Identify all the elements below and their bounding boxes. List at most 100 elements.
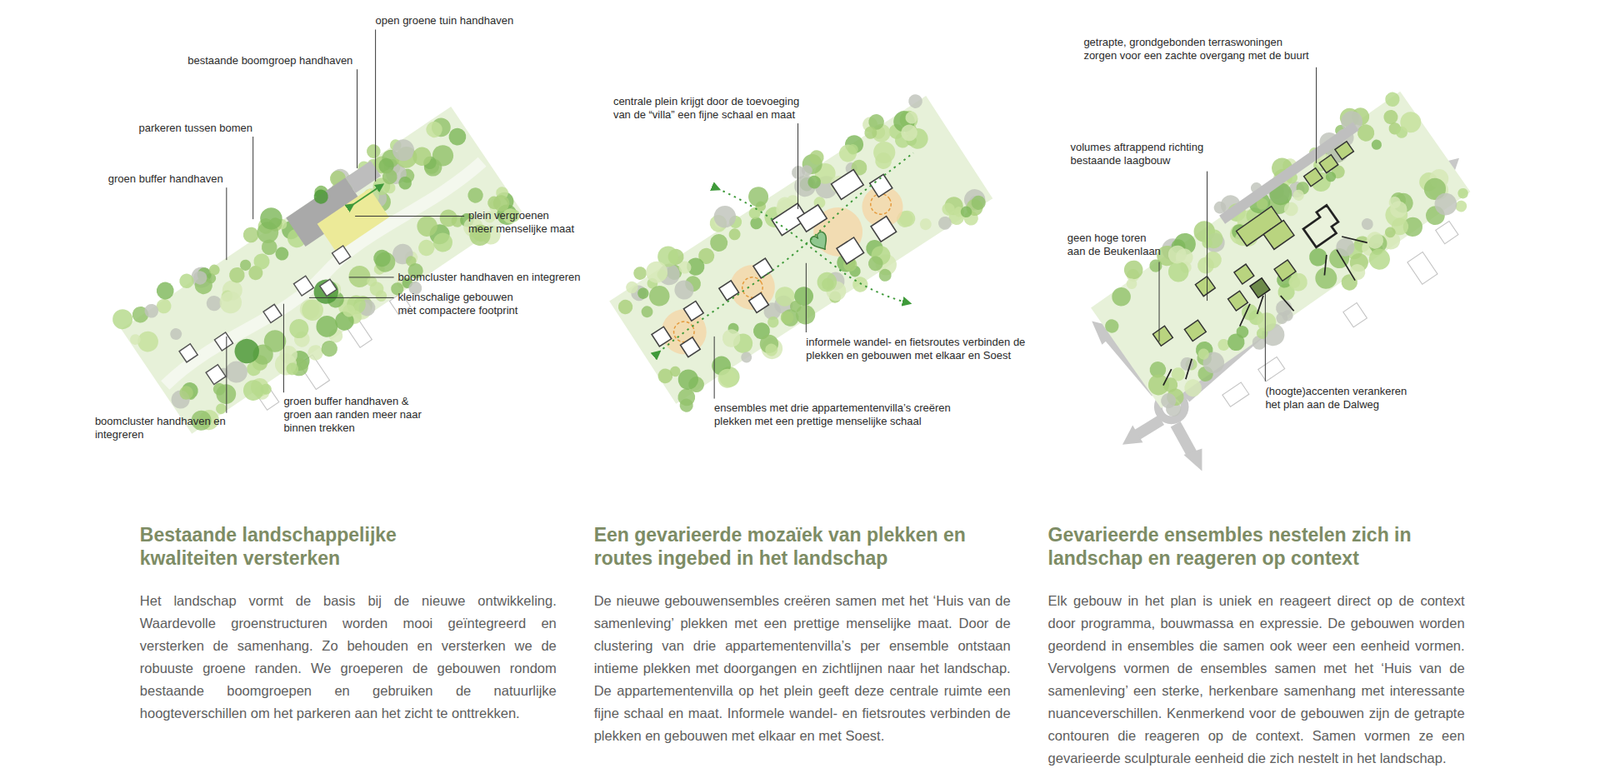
tree — [255, 203, 287, 235]
tree — [1195, 346, 1211, 362]
tree — [1290, 187, 1306, 203]
tree — [206, 262, 222, 278]
tree — [845, 142, 860, 157]
callout-label: open groene tuin handhaven — [375, 14, 515, 28]
tree — [167, 325, 184, 342]
tree — [876, 266, 895, 285]
callout-label: boomcluster handhaven en integreren — [398, 270, 581, 285]
tree — [1455, 185, 1470, 200]
callout-label: (hoogte)accenten verankeren het plan aan… — [1265, 385, 1407, 412]
callout-label: groen buffer handhaven & groen aan rande… — [283, 395, 422, 435]
tree — [935, 214, 955, 233]
tree — [762, 341, 780, 360]
tree — [465, 185, 486, 206]
tree — [366, 279, 386, 299]
tree — [1102, 316, 1122, 336]
tree — [270, 349, 301, 380]
tree — [1354, 120, 1378, 145]
tree — [645, 281, 674, 310]
tree — [813, 268, 841, 296]
tree — [862, 124, 880, 142]
tree — [1180, 375, 1205, 400]
tree — [1386, 197, 1410, 221]
tree — [958, 204, 975, 220]
tree — [215, 287, 246, 319]
tree — [706, 230, 731, 255]
tree — [799, 163, 815, 179]
height-accents — [1163, 236, 1368, 386]
tree — [806, 147, 827, 168]
tree — [719, 325, 745, 351]
tree — [364, 141, 384, 161]
tree — [1146, 257, 1165, 275]
callout-label: geen hoge toren aan de Beukenlaan — [1067, 231, 1161, 259]
tree — [641, 257, 672, 288]
tree — [1200, 248, 1225, 272]
tree — [1158, 390, 1180, 412]
tree — [141, 301, 161, 321]
tree — [677, 395, 696, 415]
tree — [370, 246, 395, 271]
tree — [379, 166, 400, 188]
callout-label: groen buffer handhaven — [108, 172, 224, 186]
tree — [917, 216, 934, 233]
tree — [485, 194, 504, 213]
leader-lines — [226, 29, 1317, 413]
callout-label: informele wandel- en fietsroutes verbind… — [805, 335, 1025, 363]
tree — [639, 304, 655, 320]
callout-label: kleinschalige gebouwen met compactere fo… — [398, 290, 519, 318]
tree — [744, 183, 772, 211]
tree — [903, 109, 920, 126]
section-heading: Een gevarieerde mozaïek van plekken en r… — [594, 523, 966, 570]
tree — [1332, 234, 1359, 260]
tree — [284, 360, 301, 378]
section-body: Elk gebouw in het plan is uniek en reage… — [1048, 590, 1465, 770]
tree — [260, 325, 291, 357]
callout-label: boomcluster handhaven en integreren — [95, 415, 226, 442]
section-heading: Bestaande landschappelijke kwaliteiten v… — [140, 523, 397, 570]
tree — [739, 350, 755, 365]
tree — [676, 259, 695, 277]
tree — [1363, 228, 1387, 252]
tree — [1380, 107, 1401, 128]
route-lines — [658, 153, 914, 354]
tree — [176, 383, 196, 403]
tree — [176, 270, 197, 291]
site-features — [122, 105, 504, 410]
tree — [340, 302, 358, 320]
tree — [128, 332, 144, 348]
tree — [285, 315, 313, 343]
tree — [318, 337, 341, 360]
tree — [258, 381, 274, 397]
tree — [905, 91, 925, 111]
tree — [1430, 189, 1461, 220]
tree — [968, 193, 989, 214]
tree — [1359, 215, 1375, 232]
tree — [395, 174, 415, 193]
tree — [940, 200, 958, 219]
tree — [1124, 276, 1140, 292]
tree — [787, 298, 804, 315]
tree — [258, 236, 280, 259]
callout-label: parkeren tussen bomen — [139, 121, 254, 135]
tree — [1382, 225, 1398, 240]
tree — [746, 205, 763, 221]
tree — [190, 268, 210, 288]
tree — [153, 279, 178, 304]
tree — [850, 274, 871, 295]
tree — [225, 264, 248, 286]
section-body: De nieuwe gebouwensembles creëren samen … — [594, 590, 1011, 748]
tree — [1365, 245, 1395, 275]
site-ground — [120, 91, 1470, 435]
tree — [615, 296, 636, 317]
callout-label: bestaande boomgroep handhaven — [187, 54, 353, 68]
tree — [765, 314, 781, 330]
tree — [1177, 355, 1196, 374]
tree — [423, 118, 446, 141]
tree — [623, 279, 640, 296]
callout-label: volumes aftrappend richting bestaande la… — [1070, 140, 1205, 168]
tree — [726, 226, 743, 243]
tree-canopy — [108, 90, 531, 448]
tree-canopy — [598, 82, 999, 419]
callout-label: ensembles met drie appartementenvilla’s … — [714, 401, 951, 429]
